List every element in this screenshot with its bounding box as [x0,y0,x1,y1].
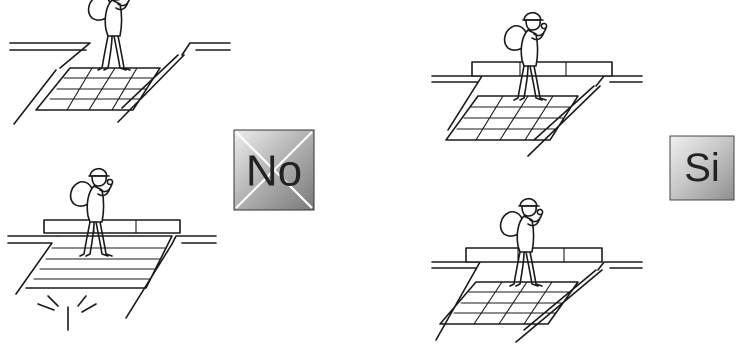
si-badge: Si [669,135,735,201]
scene-collapsing-hatch [7,167,217,331]
grating [445,95,579,141]
scene-covered-hatch-top [431,11,643,157]
scene-covered-hatch-bottom [431,197,643,343]
no-badge: No [233,129,315,211]
worker-figure [503,11,548,101]
worker-figure [69,167,114,257]
scene-open-hatch-top [9,0,231,125]
grating [439,281,579,325]
grating [35,67,161,111]
falling-impact-marks [37,295,97,331]
worker-figure [87,0,132,71]
no-badge-label: No [246,147,302,196]
cross-icon [235,131,313,209]
si-badge-label: Si [684,146,720,190]
worker-figure [499,197,544,287]
